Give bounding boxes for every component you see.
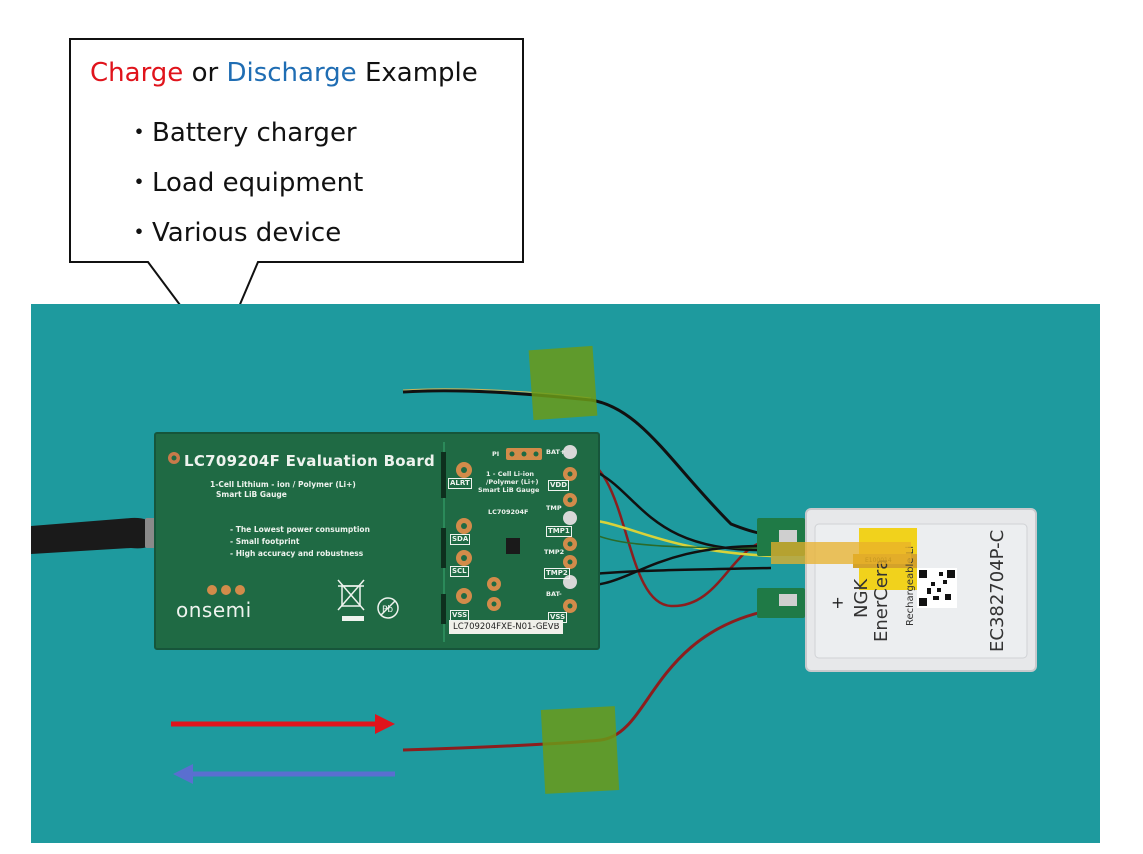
board-feature: - The Lowest power consumption [230,525,370,534]
part-number-label: LC709204FXE-N01-GEVB [449,620,564,634]
chip-text-line2: /Polymer (Li+) [486,478,539,486]
pad-label-tmp: TMP [546,504,562,512]
callout-bullet-list: ・Battery charger ・Load equipment ・Variou… [126,108,363,258]
pb-free-icon: Pb [377,597,399,619]
or-word: or [183,58,227,88]
pad-label-sda: SDA [450,534,471,545]
discharge-arrow [173,764,395,784]
battery-cell: + NGK EnerCera Rechargeable Li EC382704P… [805,508,1037,672]
kapton-tape-top [528,345,598,421]
chip-text-line3: Smart LiB Gauge [478,486,540,494]
example-word: Example [356,58,478,88]
bullet-battery-charger: ・Battery charger [126,118,357,148]
usb-cable-icon [31,517,153,554]
pi-label: PI [492,450,500,458]
bullet-load-equipment: ・Load equipment [126,168,364,198]
bullet-various-device: ・Various device [126,218,342,248]
board-subtitle-line2: Smart LiB Gauge [216,490,287,499]
pad-label-vdd: VDD [548,480,570,491]
svg-text:Pb: Pb [382,605,393,615]
pad-label-alrt: ALRT [448,478,472,489]
board-feature: - Small footprint [230,537,300,546]
board-artwork: Pb [168,442,577,642]
tape-code: E100014 [865,557,892,564]
pad-label-vss-right: VSS [548,612,568,623]
pad-label-tmp1: TMP1 [546,526,572,537]
weee-bin-icon [337,579,365,621]
board-feature-list: - The Lowest power consumption - Small f… [230,524,370,560]
svg-text:+: + [831,593,844,612]
onsemi-logo: onsemi [176,598,252,622]
pad-label-bat-plus: BAT+ [546,448,566,456]
discharge-word: Discharge [226,58,357,88]
battery-brand-ngk: NGK [851,578,872,618]
charge-arrow [171,714,395,734]
battery-type: Rechargeable Li [905,546,916,626]
callout-heading: Charge or Discharge Example [90,58,478,88]
pad-label-tmp2: TMP2 [544,548,565,556]
pad-label-vss-left: VSS [450,610,470,621]
battery-model: EC382704P-C [987,529,1008,652]
wiring [31,345,777,794]
chip-description: 1 - Cell Li-ion /Polymer (Li+) Smart LiB… [478,470,539,494]
board-subtitle-line1: 1-Cell Lithium - ion / Polymer (Li+) [210,480,356,489]
battery-product-name: EnerCera [871,558,892,642]
chip-text-line1: 1 - Cell Li-ion [486,470,535,478]
pad-label-bat-minus: BAT- [546,590,562,598]
board-title: LC709204F Evaluation Board [184,452,436,470]
evaluation-board: Pb LC709204F Evaluation Board 1-Cell Lit… [154,432,600,650]
board-subtitle: 1-Cell Lithium - ion / Polymer (Li+) Sma… [210,480,356,500]
board-feature: - High accuracy and robustness [230,549,364,558]
pad-label-tmp2-box: TMP2 [544,568,570,579]
chip-name: LC709204F [488,508,529,516]
kapton-tape-bottom [540,706,620,794]
photo-scene: Pb LC709204F Evaluation Board 1-Cell Lit… [31,304,1100,843]
pad-label-scl: SCL [450,566,469,577]
charge-word: Charge [90,58,184,88]
